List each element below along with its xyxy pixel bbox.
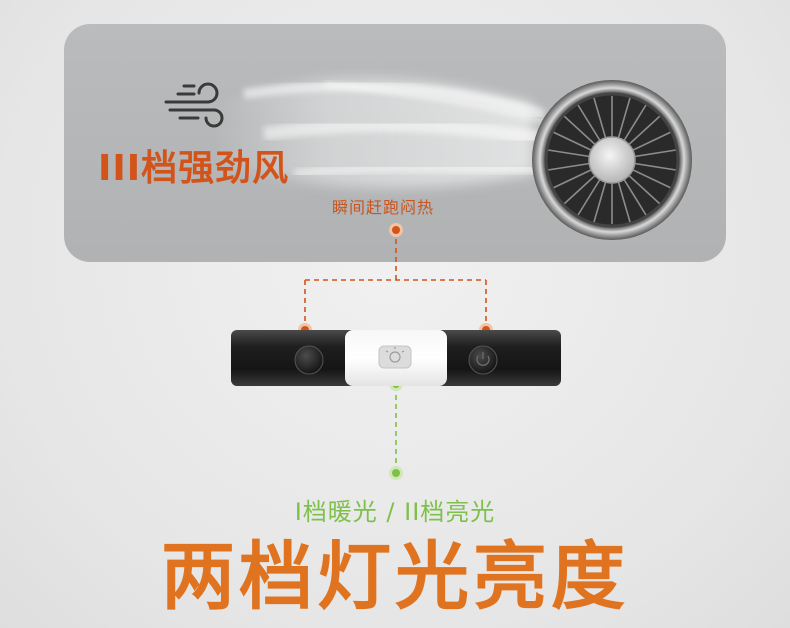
level-3-wind-title: III档强劲风 <box>98 148 290 189</box>
wind-icon <box>164 82 224 128</box>
fan-head-image <box>532 80 692 240</box>
wind-feature-panel: III档强劲风 瞬间赶跑闷热 <box>64 24 726 262</box>
fan-handle-device <box>231 330 561 386</box>
wind-stream-graphic <box>214 77 555 188</box>
light-modes-label: I档暖光 / II档亮光 <box>294 498 496 526</box>
headline-two-light-levels: 两档灯光亮度 <box>161 534 629 620</box>
level-3-wind-subtitle: 瞬间赶跑闷热 <box>332 198 435 217</box>
